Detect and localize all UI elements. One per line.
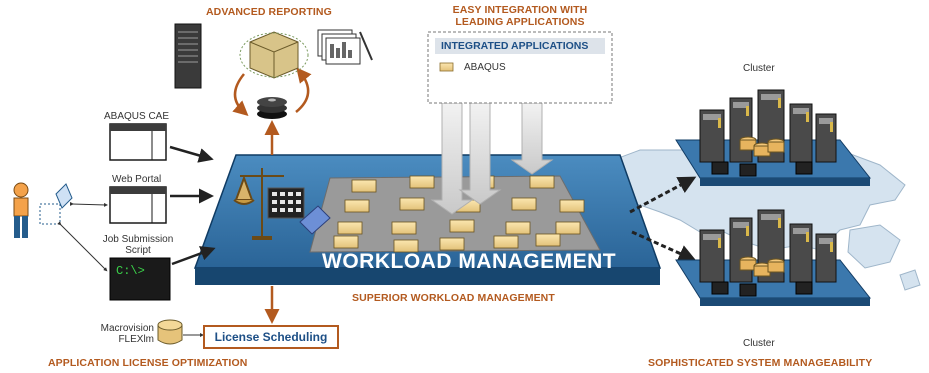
job-tile bbox=[391, 221, 417, 235]
server-light bbox=[718, 118, 721, 128]
server-bay bbox=[733, 102, 749, 108]
server-bay bbox=[733, 222, 749, 228]
easy-integration-line1: EASY INTEGRATION WITH bbox=[452, 4, 588, 16]
server-bay bbox=[793, 228, 809, 234]
server-bay bbox=[761, 214, 781, 220]
reporting-server-icon bbox=[174, 23, 202, 89]
monitor bbox=[739, 163, 757, 177]
monitor bbox=[739, 283, 757, 297]
orange-flow-arrows bbox=[232, 67, 312, 324]
superior-workload-heading: SUPERIOR WORKLOAD MANAGEMENT bbox=[352, 292, 555, 304]
balance-scale-icon bbox=[233, 168, 284, 240]
integration-arrows bbox=[430, 102, 554, 215]
easy-integration-line2: LEADING APPLICATIONS bbox=[455, 16, 585, 28]
advanced-reporting-heading: ADVANCED REPORTING bbox=[206, 6, 332, 18]
server-bay bbox=[819, 238, 833, 244]
terminal-window-icon bbox=[109, 257, 171, 301]
abaqus-app-icon bbox=[439, 62, 454, 72]
disk-stack-icon bbox=[257, 97, 287, 119]
integrated-apps-title: INTEGRATED APPLICATIONS bbox=[441, 40, 589, 52]
system-manageability-heading: SOPHISTICATED SYSTEM MANAGEABILITY bbox=[648, 357, 873, 369]
web-portal-window-icon bbox=[109, 186, 167, 224]
job-submission-label: Job Submission Script bbox=[96, 234, 180, 256]
integrated-app-abaqus: ABAQUS bbox=[464, 62, 506, 73]
abaqus-cae-label: ABAQUS CAE bbox=[104, 111, 170, 122]
server-light bbox=[830, 122, 833, 132]
storage-disk-body bbox=[767, 141, 785, 153]
server-bay bbox=[793, 108, 809, 114]
monitor bbox=[795, 161, 813, 175]
scheduler-grid-icon bbox=[267, 187, 331, 235]
cluster-bottom-label: Cluster bbox=[743, 338, 775, 349]
job-submission-line2: Script bbox=[125, 245, 151, 256]
cluster-top bbox=[675, 89, 872, 186]
flexlm-line1: Macrovision bbox=[100, 323, 154, 334]
cluster-bottom bbox=[675, 209, 872, 306]
storage-disk-body bbox=[767, 261, 785, 273]
job-tile bbox=[351, 179, 377, 193]
server-light bbox=[718, 238, 721, 248]
flexlm-line2: FLEXlm bbox=[118, 334, 154, 345]
job-tile bbox=[409, 175, 435, 189]
cluster-platform-edge bbox=[700, 298, 870, 306]
server-light bbox=[746, 106, 749, 116]
server-light bbox=[746, 226, 749, 236]
abaqus-cae-window-icon bbox=[109, 123, 167, 161]
job-tile bbox=[535, 233, 561, 247]
easy-integration-heading: EASY INTEGRATION WITH LEADING APPLICATIO… bbox=[432, 4, 608, 28]
user-icon bbox=[13, 182, 29, 238]
server-bay bbox=[703, 234, 721, 240]
job-tile bbox=[333, 235, 359, 249]
report-documents-icon bbox=[317, 29, 373, 65]
job-tile bbox=[493, 235, 519, 249]
job-tile bbox=[505, 221, 531, 235]
monitor bbox=[711, 281, 729, 295]
job-tile bbox=[555, 221, 581, 235]
monitor bbox=[795, 281, 813, 295]
monitor bbox=[711, 161, 729, 175]
job-tile bbox=[511, 197, 537, 211]
web-portal-label: Web Portal bbox=[112, 174, 162, 185]
server-light bbox=[778, 98, 781, 108]
license-scheduling-box bbox=[203, 325, 339, 349]
server-light bbox=[830, 242, 833, 252]
job-tile bbox=[393, 239, 419, 253]
cluster-platform-edge bbox=[700, 178, 870, 186]
job-tile bbox=[337, 221, 363, 235]
client-arrows bbox=[169, 145, 216, 266]
server-bay bbox=[761, 94, 781, 100]
integrated-applications-panel bbox=[427, 31, 613, 104]
cluster-top-label: Cluster bbox=[743, 63, 775, 74]
license-optimization-heading: APPLICATION LICENSE OPTIMIZATION bbox=[48, 357, 248, 369]
job-tile bbox=[344, 199, 370, 213]
workload-management-banner: WORKLOAD MANAGEMENT bbox=[322, 250, 617, 273]
server-light bbox=[778, 218, 781, 228]
user-connectors bbox=[57, 201, 108, 272]
job-submission-line1: Job Submission bbox=[102, 234, 174, 245]
cluster-dispatch-arrows bbox=[629, 176, 697, 262]
job-tile bbox=[399, 197, 425, 211]
server-light bbox=[806, 112, 809, 122]
server-bay bbox=[819, 118, 833, 124]
job-tile bbox=[449, 219, 475, 233]
flexlm-label: Macrovision FLEXlm bbox=[96, 323, 154, 345]
server-bay bbox=[703, 114, 721, 120]
user-device-icon bbox=[39, 183, 73, 225]
job-tile bbox=[439, 237, 465, 251]
server-light bbox=[806, 232, 809, 242]
terminal-prompt: C:\> bbox=[116, 264, 145, 278]
job-tile bbox=[559, 199, 585, 213]
license-scheduling-label: License Scheduling bbox=[214, 330, 328, 344]
flexlm-database-icon bbox=[157, 319, 183, 345]
job-tile bbox=[529, 175, 555, 189]
data-cube-icon bbox=[239, 31, 309, 79]
